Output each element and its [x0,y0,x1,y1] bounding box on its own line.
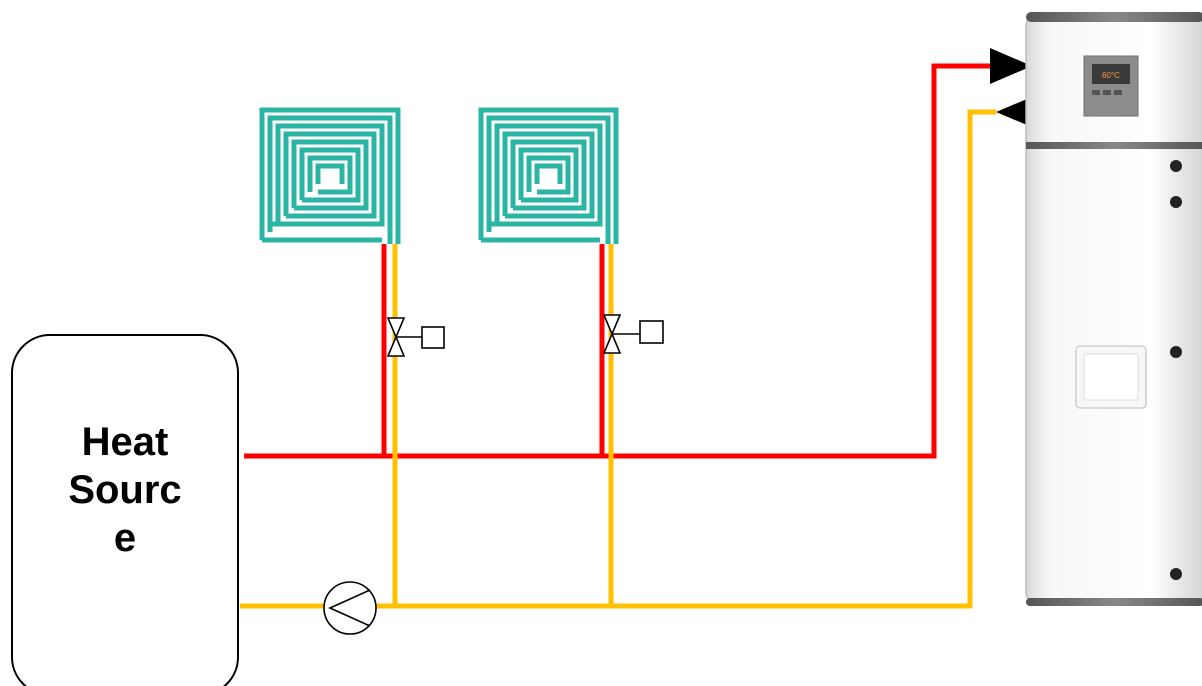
display-readout: 60°C [1102,71,1120,80]
port-icon [1170,160,1182,172]
circulation-pump [324,582,376,634]
heat-source-label: Heat Sourc e [12,418,238,562]
port-icon [1170,568,1182,580]
floor-heating-loop-1 [262,110,398,244]
port-icon [1170,196,1182,208]
port-icon [1170,346,1182,358]
zone-valve-2 [604,315,663,353]
zone-valve-1 [388,318,444,356]
floor-heating-loop-2 [481,110,616,244]
storage-tank: 60°C [1026,12,1202,606]
